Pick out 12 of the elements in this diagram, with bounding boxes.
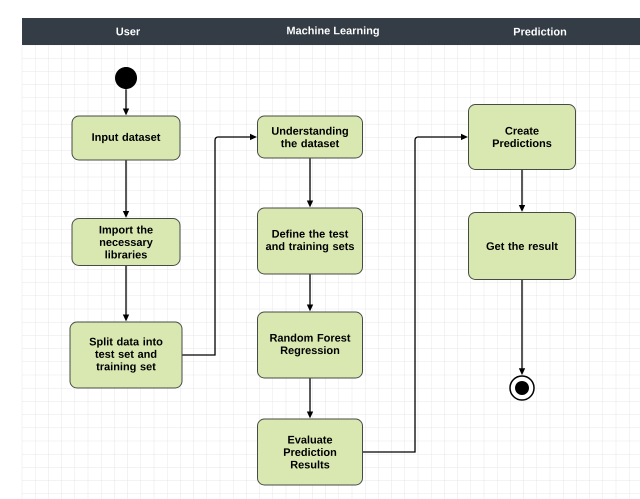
activity-box: Input dataset: [72, 116, 180, 160]
activity-box: Import the necessary libraries: [72, 218, 180, 266]
activity-box: Evaluate Prediction Results: [257, 418, 363, 486]
end-node: [509, 375, 535, 401]
activity-box: Random Forest Regression: [257, 312, 363, 378]
activity-box: Split data into test set and training set: [70, 322, 182, 388]
activity-box: Create Predictions: [468, 104, 576, 170]
header-band: User Machine Learning Prediction: [22, 18, 640, 45]
activity-box: Understanding the dataset: [257, 116, 363, 158]
activity-box: Define the test and training sets: [257, 208, 363, 274]
activity-box: Get the result: [468, 212, 576, 280]
start-node: [115, 67, 137, 89]
